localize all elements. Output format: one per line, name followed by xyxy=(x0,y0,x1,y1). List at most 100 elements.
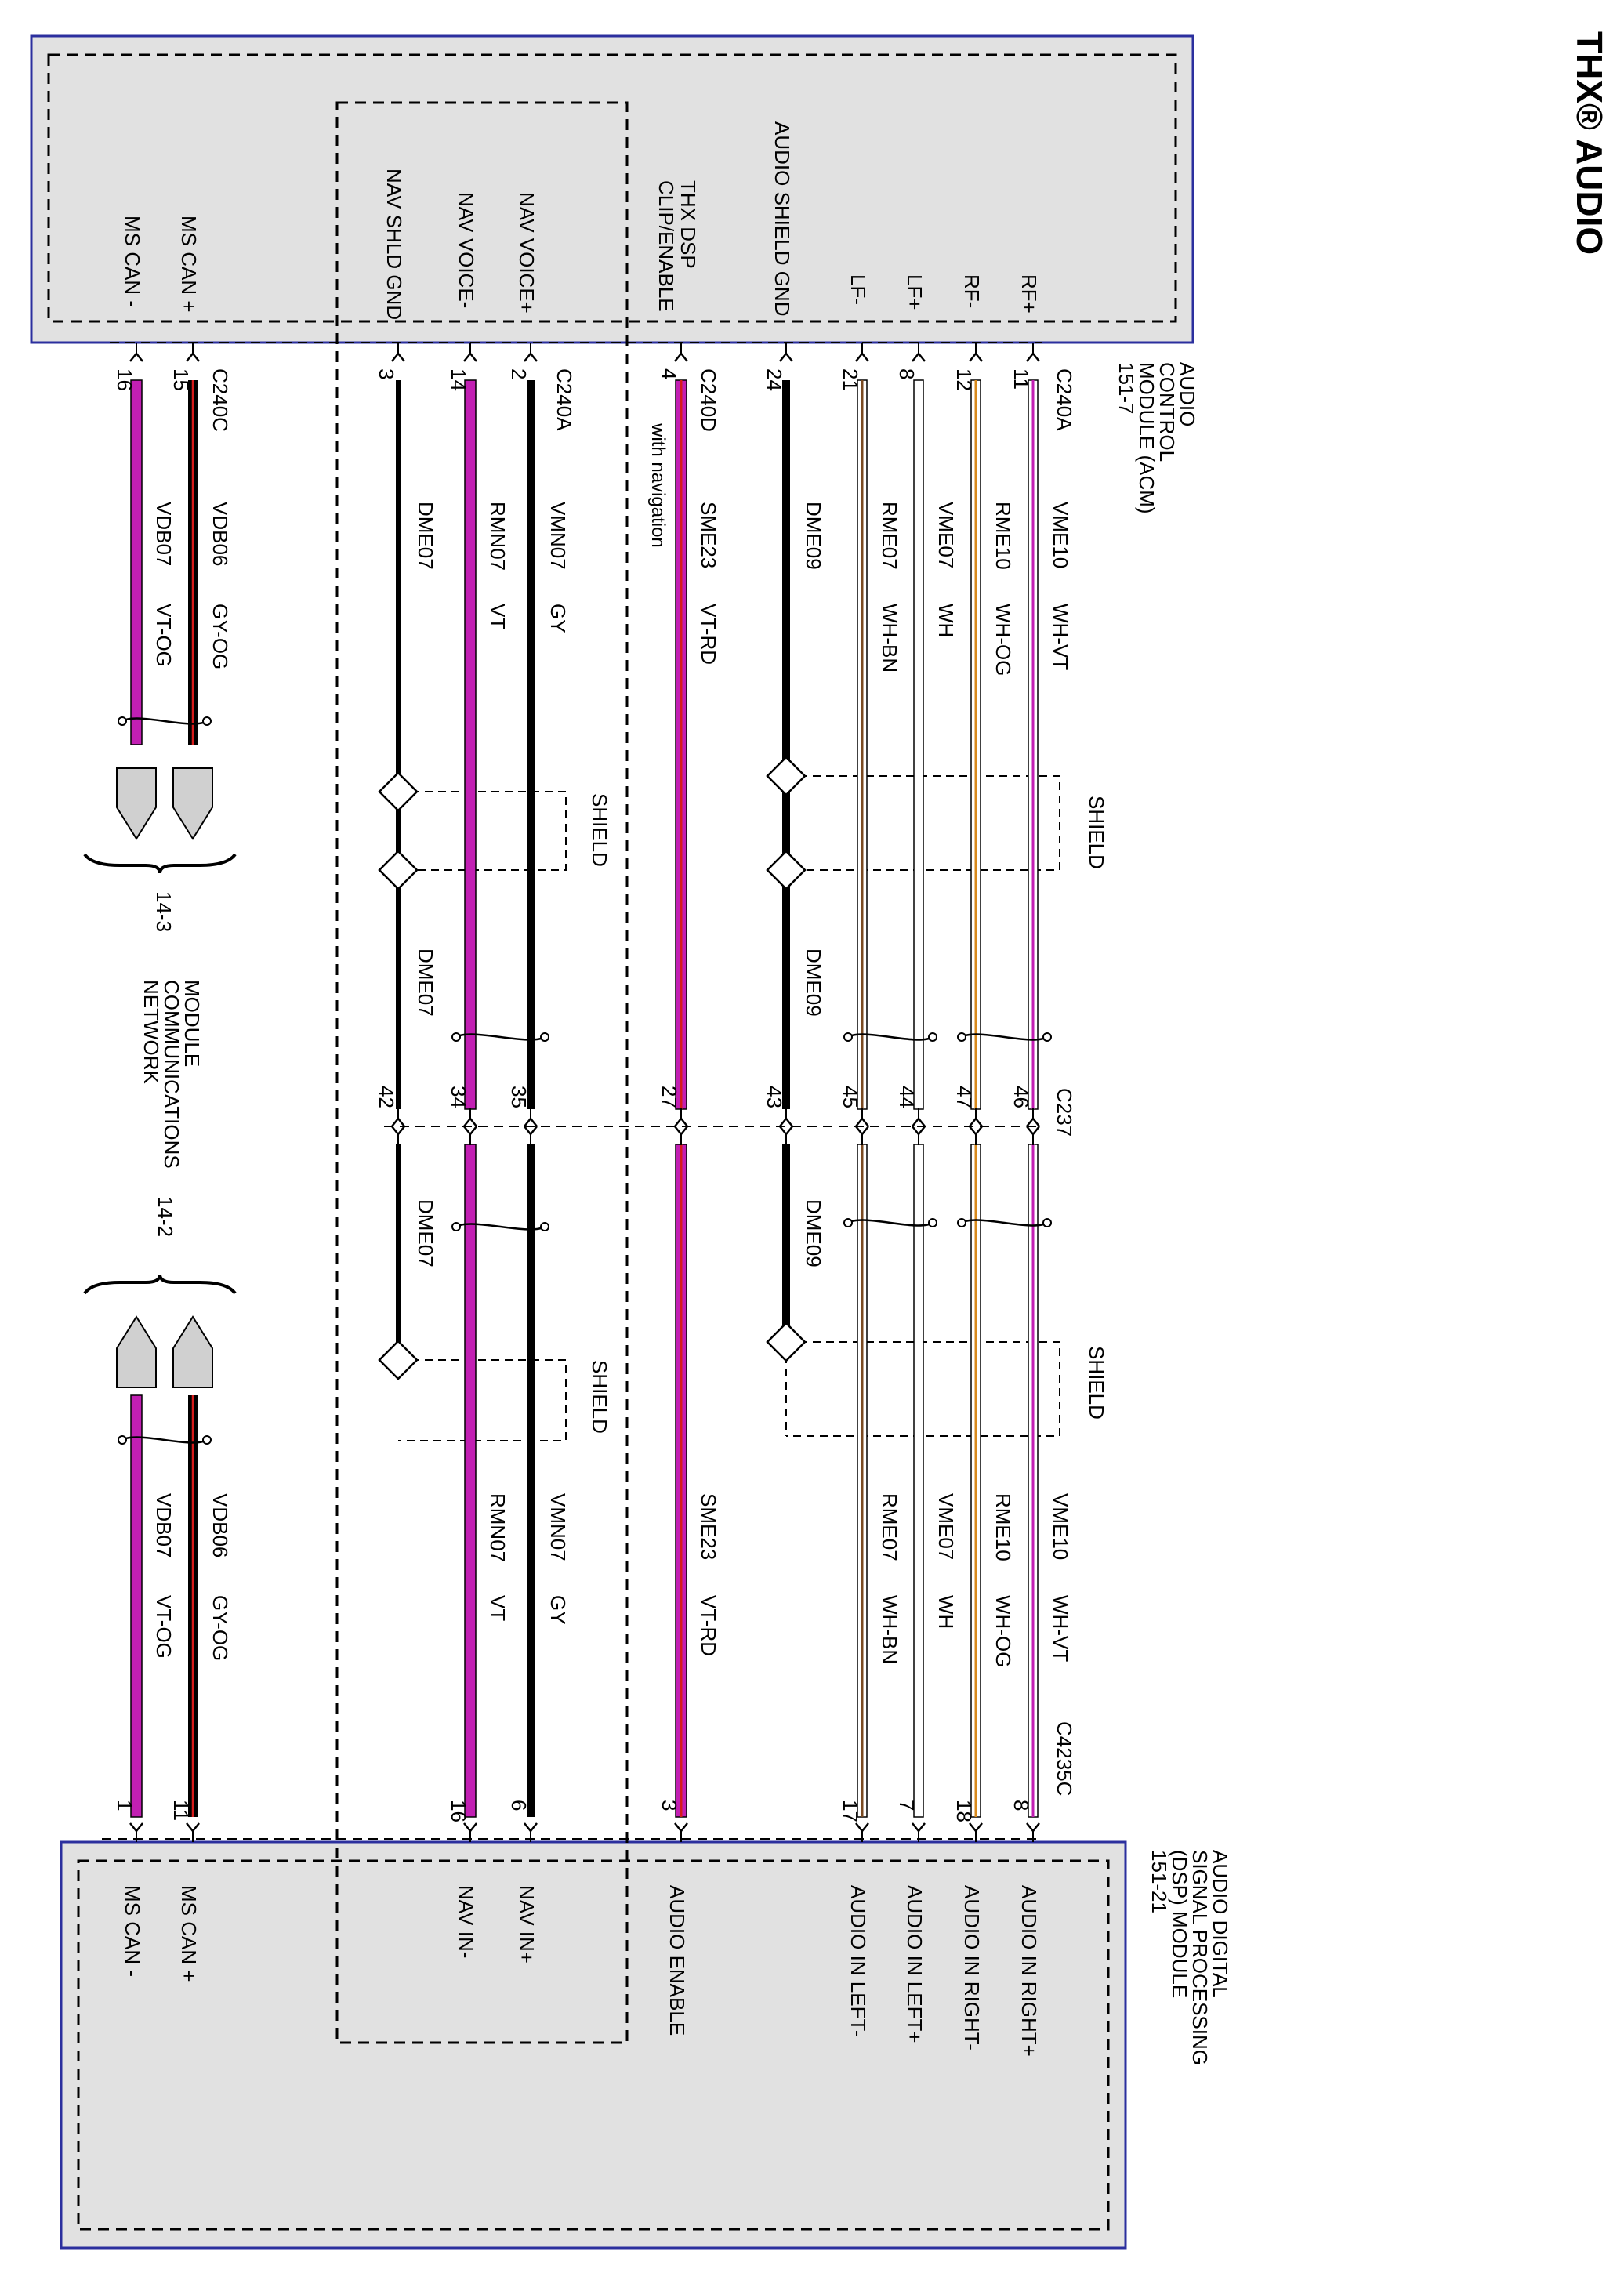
wire-lfp-c237-terminal-b xyxy=(912,1126,926,1137)
acm-pin-number-rfm: 12 xyxy=(952,368,976,391)
twist-nav-dsp-end-a xyxy=(451,1222,461,1231)
shield-splice-nav-acm-a xyxy=(378,771,419,812)
dsp-pin-number-csm: 1 xyxy=(113,1800,136,1811)
dsp-name-line-3: (DSP) MODULE xyxy=(1168,1850,1191,1998)
comm-network-label-line-1: MODULE xyxy=(180,980,204,1067)
twist-can-dsp-end-a xyxy=(118,1435,127,1445)
circuit-label-acm-lfp: VME07 xyxy=(934,502,958,568)
wire-rfp-dsp-terminal xyxy=(1026,1822,1040,1833)
color-label-dsp-rfm: WH-OG xyxy=(991,1595,1015,1667)
dsp-pin-label-csm: MS CAN - xyxy=(121,1885,144,1977)
wire-thx-dsp-terminal xyxy=(674,1822,688,1833)
acm-pin-number-lfm: 21 xyxy=(839,368,862,391)
circuit-label-dsp-lfp: VME07 xyxy=(934,1493,958,1560)
dsp-pin-number-nvm: 16 xyxy=(447,1800,470,1822)
wire-shd-acm-terminal xyxy=(779,351,793,362)
color-label-acm-rfp: WH-VT xyxy=(1049,604,1072,670)
wire-lfm-c237-terminal-b xyxy=(855,1126,869,1137)
twist-lf-dsp-end-b xyxy=(928,1218,937,1227)
wire-thx-c237-terminal-b xyxy=(674,1126,688,1137)
color-label-acm-nvm: VT xyxy=(486,604,509,629)
color-label-dsp-csm: VT-OG xyxy=(152,1595,176,1659)
acm-pin-label-shd: AUDIO SHIELD GND xyxy=(770,121,794,317)
acm-pin-label-rfp-part-1: RF+ xyxy=(1017,274,1041,314)
wire-shd-c237-terminal-a xyxy=(779,1116,793,1127)
dsp-pin-label-thx: AUDIO ENABLE xyxy=(665,1885,689,2036)
dsp-name-line-2: SIGNAL PROCESSING xyxy=(1188,1850,1212,2065)
dsp-pin-number-lfm: 17 xyxy=(839,1800,862,1822)
dsp-pin-number-thx: 3 xyxy=(658,1800,681,1811)
wire-rfp-acm-terminal xyxy=(1026,351,1040,362)
circuit-label-acm-csp: VDB06 xyxy=(208,502,232,566)
shield-label-audio-dsp: SHIELD xyxy=(1085,1346,1108,1420)
twist-nav-acm-end-b xyxy=(540,1032,549,1042)
wire-nvp-c237-terminal-b xyxy=(524,1126,538,1137)
twist-rf-dsp xyxy=(961,1219,1048,1227)
acm-pin-label-shd-part-1: AUDIO SHIELD GND xyxy=(770,121,794,317)
communications-network xyxy=(83,767,237,1388)
module-boxes xyxy=(30,34,1194,2250)
acm-pin-label-nvp-part-1: NAV VOICE+ xyxy=(515,192,538,314)
twist-lf-acm-end-b xyxy=(928,1032,937,1042)
circuit-label-dsp-csp: VDB06 xyxy=(208,1493,232,1557)
circuit-label-acm-nsg: DME07 xyxy=(414,502,437,570)
navigation-option-boundary xyxy=(335,101,629,2044)
c237-pin-number-thx: 27 xyxy=(658,1086,681,1108)
acm-pin-label-csm-part-1: MS CAN - xyxy=(121,216,144,307)
wire-nvm-dsp-terminal xyxy=(463,1822,477,1833)
color-label-acm-thx: VT-RD xyxy=(697,604,720,665)
twist-can-acm xyxy=(121,717,208,725)
color-label-dsp-nvm: VT xyxy=(486,1595,509,1621)
wire-thx-acm-terminal xyxy=(674,351,688,362)
connector-inline: C237 xyxy=(1053,1088,1076,1137)
circuit-label-dsp-nvm: RMN07 xyxy=(486,1493,509,1562)
circuit-label-dsp-nvp: VMN07 xyxy=(546,1493,570,1561)
acm-name-line-3: MODULE (ACM) xyxy=(1135,362,1158,514)
c237-pin-number-nsg: 42 xyxy=(375,1086,398,1108)
acm-pin-label-lfp-part-1: LF+ xyxy=(903,274,926,310)
c237-pin-number-nvm: 34 xyxy=(447,1086,470,1108)
connector-acm-d: C240D xyxy=(697,368,720,432)
color-label-acm-nvp: GY xyxy=(546,604,570,633)
dsp-pin-number-nvp: 6 xyxy=(507,1800,531,1811)
c237-pin-number-lfm: 45 xyxy=(839,1086,862,1108)
connector-acm-c: C240C xyxy=(208,368,232,432)
acm-pin-label-csm: MS CAN - xyxy=(121,216,144,307)
circuit-label-acm-rfm: RME10 xyxy=(991,502,1015,570)
twist-nav-acm-end-a xyxy=(451,1032,461,1042)
acm-pin-label-thx: THX DSPCLIP/ENABLE xyxy=(654,180,700,312)
color-label-acm-lfp: WH xyxy=(934,604,958,637)
comm-pointer-can-minus-dsp xyxy=(116,1315,157,1388)
acm-pin-number-nvp: 2 xyxy=(507,368,531,379)
acm-name-line-1: AUDIO xyxy=(1176,362,1199,426)
wire-nvm-c237-terminal-b xyxy=(463,1126,477,1137)
twist-lf-dsp-end-a xyxy=(843,1218,853,1227)
twist-rf-acm xyxy=(961,1033,1048,1041)
dsp-pin-label-nvm: NAV IN- xyxy=(455,1885,478,1958)
acm-pin-label-nsg-part-1: NAV SHLD GND xyxy=(382,169,406,320)
circuit-label-dsp-rfp: VME10 xyxy=(1049,1493,1072,1560)
comm-ref-dsp: 14-2 xyxy=(154,1196,177,1237)
circuit-label-acm-csm: VDB07 xyxy=(152,502,176,566)
acm-pin-label-lfp: LF+ xyxy=(903,274,926,310)
wire-nsg-acm-terminal xyxy=(391,351,405,362)
dsp-pin-label-lfp: AUDIO IN LEFT+ xyxy=(903,1885,926,2043)
c237-pin-number-rfm: 47 xyxy=(952,1086,976,1108)
circuit-label-c237-nsg: DME07 xyxy=(414,1199,437,1267)
acm-pin-number-nsg: 3 xyxy=(375,368,398,379)
wire-shd-c237-terminal-b xyxy=(779,1126,793,1137)
acm-pin-label-nsg: NAV SHLD GND xyxy=(382,169,406,320)
shield-label-audio-acm: SHIELD xyxy=(1085,796,1108,869)
acm-pin-label-nvm-part-1: NAV VOICE- xyxy=(455,192,478,308)
comm-pointer-can-plus-dsp xyxy=(172,1315,213,1388)
color-label-dsp-rfp: WH-VT xyxy=(1049,1595,1072,1662)
acm-module-box xyxy=(30,34,1194,344)
c237-pin-number-lfp: 44 xyxy=(895,1086,919,1108)
dsp-pin-label-nvp: NAV IN+ xyxy=(515,1885,538,1964)
connector-acm-a: C240A xyxy=(1053,368,1076,431)
wire-csm-dsp-side-base xyxy=(130,1394,143,1818)
wire-lfm-dsp-terminal xyxy=(855,1822,869,1833)
circuit-label-acm-rfp: VME10 xyxy=(1049,502,1072,568)
